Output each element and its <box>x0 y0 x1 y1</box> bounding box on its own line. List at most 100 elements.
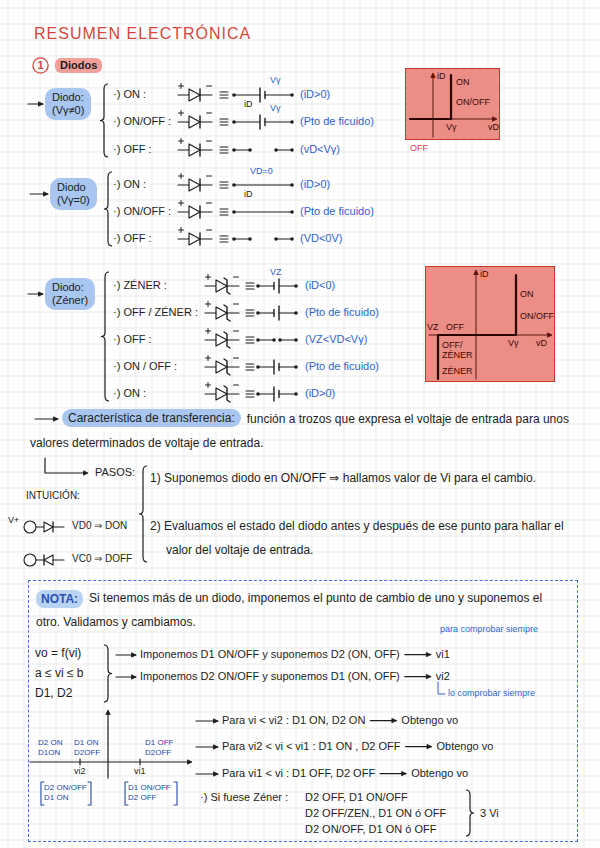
grid-line <box>0 8 600 9</box>
grid-line <box>0 712 600 713</box>
wire <box>200 121 212 122</box>
wire <box>279 393 296 394</box>
equivalence-sign <box>220 95 228 96</box>
voltage-symbol: VZ <box>270 267 282 278</box>
diode-type-label-text: Diodo: (Zéner) <box>52 281 88 307</box>
axis-tick <box>139 759 140 765</box>
wire <box>205 366 216 367</box>
equivalence-sign <box>246 364 254 365</box>
grid-line <box>0 456 600 457</box>
diode-symbol <box>189 233 200 245</box>
diode-symbol <box>216 334 227 346</box>
condition-note: (Pto de ficuido) <box>300 115 374 128</box>
region-label: ON <box>520 289 534 299</box>
section-number-text: 1 <box>32 57 49 73</box>
axis-tick-label: vi2 <box>74 766 86 777</box>
battery-plate <box>273 360 274 374</box>
wire <box>227 393 239 394</box>
polarity-mark <box>207 203 212 204</box>
equivalence-sign <box>246 340 254 341</box>
axis-label: iD <box>437 71 446 81</box>
wire <box>276 238 292 239</box>
grid-line <box>0 168 600 169</box>
arrow-head <box>53 417 58 421</box>
iv-graph-box: iDONON/OFFVZOFFVγvDOFF/ ZÉNERZÉNER <box>425 266 555 382</box>
equivalence-sign <box>220 188 228 189</box>
axis <box>30 761 190 762</box>
formula: a ≤ vi ≤ b <box>35 666 84 680</box>
diode-bar <box>199 144 200 156</box>
condition-note: (VZ<VD<Vγ) <box>305 333 367 346</box>
polarity-mark <box>208 356 209 361</box>
wire <box>234 94 260 95</box>
iv-graph-box: iDONON/OFFVγvD <box>405 68 500 140</box>
equivalence-sign <box>246 391 254 392</box>
grid-line <box>0 792 600 793</box>
equivalence-sign <box>220 236 228 237</box>
diode-symbol <box>216 307 227 319</box>
diode-symbol <box>189 179 200 191</box>
polarity-mark <box>181 111 182 116</box>
zener-case: D2 OFF, D1 ON/OFF <box>305 791 408 804</box>
result-text: Obtengo vo <box>411 767 468 780</box>
result-text: Obtengo vo <box>437 740 494 753</box>
equivalence-sign <box>246 313 254 314</box>
polarity-mark <box>181 228 182 233</box>
number-circle <box>33 58 48 73</box>
pointer-line <box>45 458 86 473</box>
battery-plate <box>259 88 260 102</box>
wire <box>53 526 64 527</box>
zener-case: D2 OFF/ZEN., D1 ON ó OFF <box>305 807 446 820</box>
grid-line <box>0 56 600 57</box>
voltage-symbol: Vγ <box>270 103 281 114</box>
condition-note: (vD<Vγ) <box>300 143 340 156</box>
state-label: ·) OFF : <box>113 333 152 346</box>
terminal-dot <box>248 237 252 241</box>
arrow-head <box>426 652 431 656</box>
region-label: D1 ON D2OFF <box>74 738 104 757</box>
equivalence-sign <box>220 209 228 210</box>
current-symbol: iD <box>244 99 253 110</box>
battery-plate <box>259 115 260 129</box>
equivalence-sign <box>220 182 228 183</box>
state-label: ·) OFF : <box>113 143 152 156</box>
wire <box>178 94 189 95</box>
wire <box>276 149 292 150</box>
diode-symbol <box>216 388 227 400</box>
margin-note: para comprobar siempre <box>440 624 538 635</box>
wire <box>200 184 212 185</box>
wire <box>234 238 250 239</box>
current-symbol: iD <box>244 189 253 200</box>
arrow-head <box>131 653 136 657</box>
diode-type-label-text: Diodo (Vγ=0) <box>57 181 90 207</box>
polarity-mark <box>207 176 212 177</box>
polarity-mark <box>234 304 239 305</box>
grid-line <box>0 808 600 809</box>
diode-symbol <box>189 116 200 128</box>
square-bracket <box>88 782 91 805</box>
region-label: ON/OFF <box>456 97 490 107</box>
interval-case: Para vi2 < vi < vi1 : D1 ON , D2 OFF <box>222 740 401 753</box>
polarity-mark <box>181 174 182 179</box>
grid-line <box>0 760 600 761</box>
equivalence-sign <box>246 343 254 344</box>
equivalence-sign <box>220 122 228 123</box>
arrow-head <box>213 719 218 723</box>
intuition-note: VC0 ⇒ DOFF <box>72 553 132 565</box>
voltage-symbol: Vγ <box>270 75 281 86</box>
terminal-dot <box>278 338 282 342</box>
polarity-mark <box>234 385 239 386</box>
note-box: Si tenemos más de un diodo, imponemos el… <box>28 580 578 842</box>
margin-note: lo comprobar siempre <box>448 688 535 699</box>
polarity-mark <box>208 329 209 334</box>
arrow-head <box>213 745 218 749</box>
diode-symbol <box>189 144 200 156</box>
axis <box>107 712 108 778</box>
condition-note: (iD>0) <box>300 178 330 191</box>
arrow-head <box>131 675 136 679</box>
arrow-head <box>187 760 192 764</box>
steps-heading: PASOS: <box>95 466 135 479</box>
definition-heading: Característica de transferencia: <box>62 409 241 427</box>
terminal-dot <box>248 148 252 152</box>
equivalence-sign <box>220 125 228 126</box>
